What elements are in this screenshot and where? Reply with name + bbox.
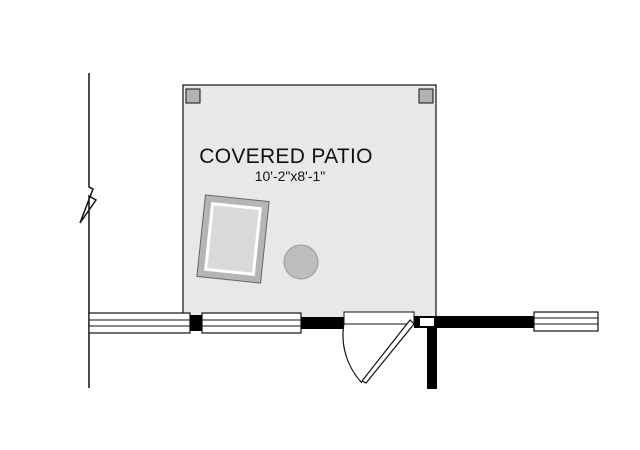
- wall-pier: [190, 315, 202, 331]
- door-swing: [342, 319, 415, 384]
- window-middle: [201, 312, 302, 334]
- room-dimensions-label: 10'-2"x8'-1": [255, 168, 326, 184]
- wall-segment-inset: [420, 318, 434, 326]
- wall-vertical: [427, 326, 437, 389]
- outdoor-rug: [196, 194, 270, 284]
- window-left: [88, 312, 191, 334]
- window-right: [533, 311, 599, 332]
- wall-segment-right-of-door: [414, 316, 534, 328]
- door-opening: [343, 311, 415, 325]
- wall-segment-left-of-door: [301, 317, 344, 329]
- left-wall-line: [79, 73, 98, 388]
- room-name-label: COVERED PATIO: [199, 145, 372, 168]
- post-top-right: [418, 88, 434, 104]
- post-top-left: [185, 88, 201, 104]
- round-table: [283, 244, 319, 280]
